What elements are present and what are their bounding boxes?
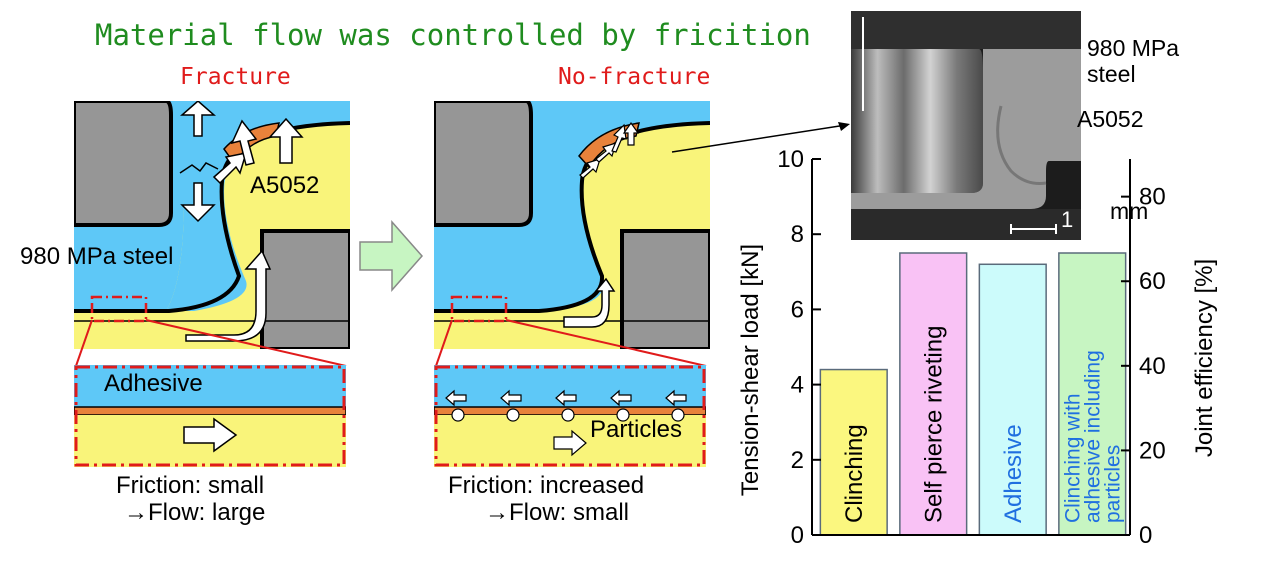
arrow-icon bbox=[230, 119, 258, 166]
no-fracture-schematic bbox=[434, 101, 710, 349]
fracture-label: Fracture bbox=[180, 64, 291, 90]
pointer-line bbox=[671, 124, 847, 153]
steel-label: 980 MPa steel bbox=[20, 243, 174, 270]
y-tick-label: 10 bbox=[777, 146, 804, 173]
punch bbox=[434, 101, 533, 227]
fracture-schematic bbox=[74, 101, 350, 349]
arrow-icon bbox=[665, 389, 687, 407]
crack-icon bbox=[179, 162, 219, 174]
left-caption-line1: Friction: small bbox=[116, 472, 265, 499]
punch bbox=[74, 101, 173, 227]
punch-photo bbox=[851, 49, 983, 193]
arrow-icon bbox=[445, 389, 467, 407]
photo-steel-label-1: 980 MPa bbox=[1087, 35, 1180, 61]
no-fracture-label: No-fracture bbox=[558, 64, 711, 90]
zoom-box bbox=[90, 295, 148, 323]
bar-label: Clinching with bbox=[1062, 393, 1085, 523]
particles-label: Particles bbox=[590, 416, 683, 443]
right-tick-label: 80 bbox=[1139, 184, 1166, 211]
arrow-icon bbox=[268, 117, 304, 164]
particle-icon bbox=[561, 408, 575, 422]
transition-arrow-icon bbox=[359, 220, 424, 292]
cross-section-photo: 1 bbox=[851, 11, 1081, 240]
arrow-icon bbox=[553, 429, 587, 457]
arrow-icon bbox=[183, 417, 238, 453]
zoom-connector bbox=[145, 319, 347, 367]
figure-title: Material flow was controlled by fricitio… bbox=[95, 18, 811, 52]
particle-icon bbox=[616, 408, 630, 422]
y-tick-label: 6 bbox=[791, 296, 804, 323]
bar-label: Adhesive bbox=[1000, 424, 1027, 523]
svg-text:1: 1 bbox=[1061, 207, 1073, 232]
bar-label: adhesive including bbox=[1082, 350, 1105, 523]
zoom-connector bbox=[505, 319, 707, 367]
arrow-icon bbox=[180, 182, 216, 223]
zoom-connector bbox=[75, 319, 93, 367]
arrow-icon bbox=[579, 158, 601, 179]
bar bbox=[1058, 252, 1127, 536]
steel-photo bbox=[851, 49, 1081, 209]
y-tick-label: 4 bbox=[791, 372, 804, 399]
arrow-icon bbox=[500, 389, 522, 407]
flow-arrow-icon bbox=[563, 277, 616, 328]
right-tick-label: 0 bbox=[1139, 522, 1152, 549]
friction-increased-detail bbox=[434, 365, 706, 467]
bar bbox=[899, 252, 968, 536]
y-axis-label: Tension-shear load [kN] bbox=[737, 244, 764, 496]
die bbox=[620, 229, 710, 349]
arrow-icon bbox=[180, 101, 216, 137]
zoom-connector bbox=[435, 319, 453, 367]
particle-icon bbox=[451, 408, 465, 422]
bar-label: Clinching bbox=[841, 424, 868, 523]
right-caption-line1: Friction: increased bbox=[448, 472, 645, 499]
left-caption-line2: →Flow: large bbox=[124, 499, 266, 526]
bar-label: particles bbox=[1102, 445, 1125, 523]
y-tick-label: 2 bbox=[791, 447, 804, 474]
right-tick-label: 60 bbox=[1139, 268, 1166, 295]
y-tick-label: 0 bbox=[791, 522, 804, 549]
arrow-icon bbox=[622, 121, 640, 146]
scale-label: mm bbox=[1110, 198, 1149, 224]
arrow-head-icon bbox=[838, 122, 850, 131]
zoom-box bbox=[450, 295, 508, 323]
photo-a5052-label: A5052 bbox=[1077, 106, 1144, 132]
y-tick-label: 8 bbox=[791, 221, 804, 248]
arrow-icon bbox=[212, 152, 248, 185]
right-axis-label: Joint efficiency [%] bbox=[1191, 259, 1218, 457]
bar-label: Self pierce riveting bbox=[921, 326, 948, 523]
arrow-icon bbox=[555, 389, 577, 407]
right-tick-label: 40 bbox=[1139, 353, 1166, 380]
adhesive-label: Adhesive bbox=[104, 370, 203, 397]
bar bbox=[978, 263, 1047, 536]
particle-icon bbox=[671, 408, 685, 422]
right-tick-label: 20 bbox=[1139, 437, 1166, 464]
photo-steel-label-2: steel bbox=[1087, 61, 1136, 87]
friction-small-detail bbox=[74, 365, 346, 467]
flow-arrow-icon bbox=[185, 249, 272, 342]
particle-icon bbox=[506, 408, 520, 422]
a5052-label: A5052 bbox=[250, 172, 320, 199]
bar bbox=[819, 368, 888, 536]
right-caption-line2: →Flow: small bbox=[485, 499, 630, 526]
arrow-icon bbox=[610, 389, 632, 407]
tension-shear-chart: Clinching Self pierce riveting Adhesive Cli… bbox=[737, 146, 1218, 549]
